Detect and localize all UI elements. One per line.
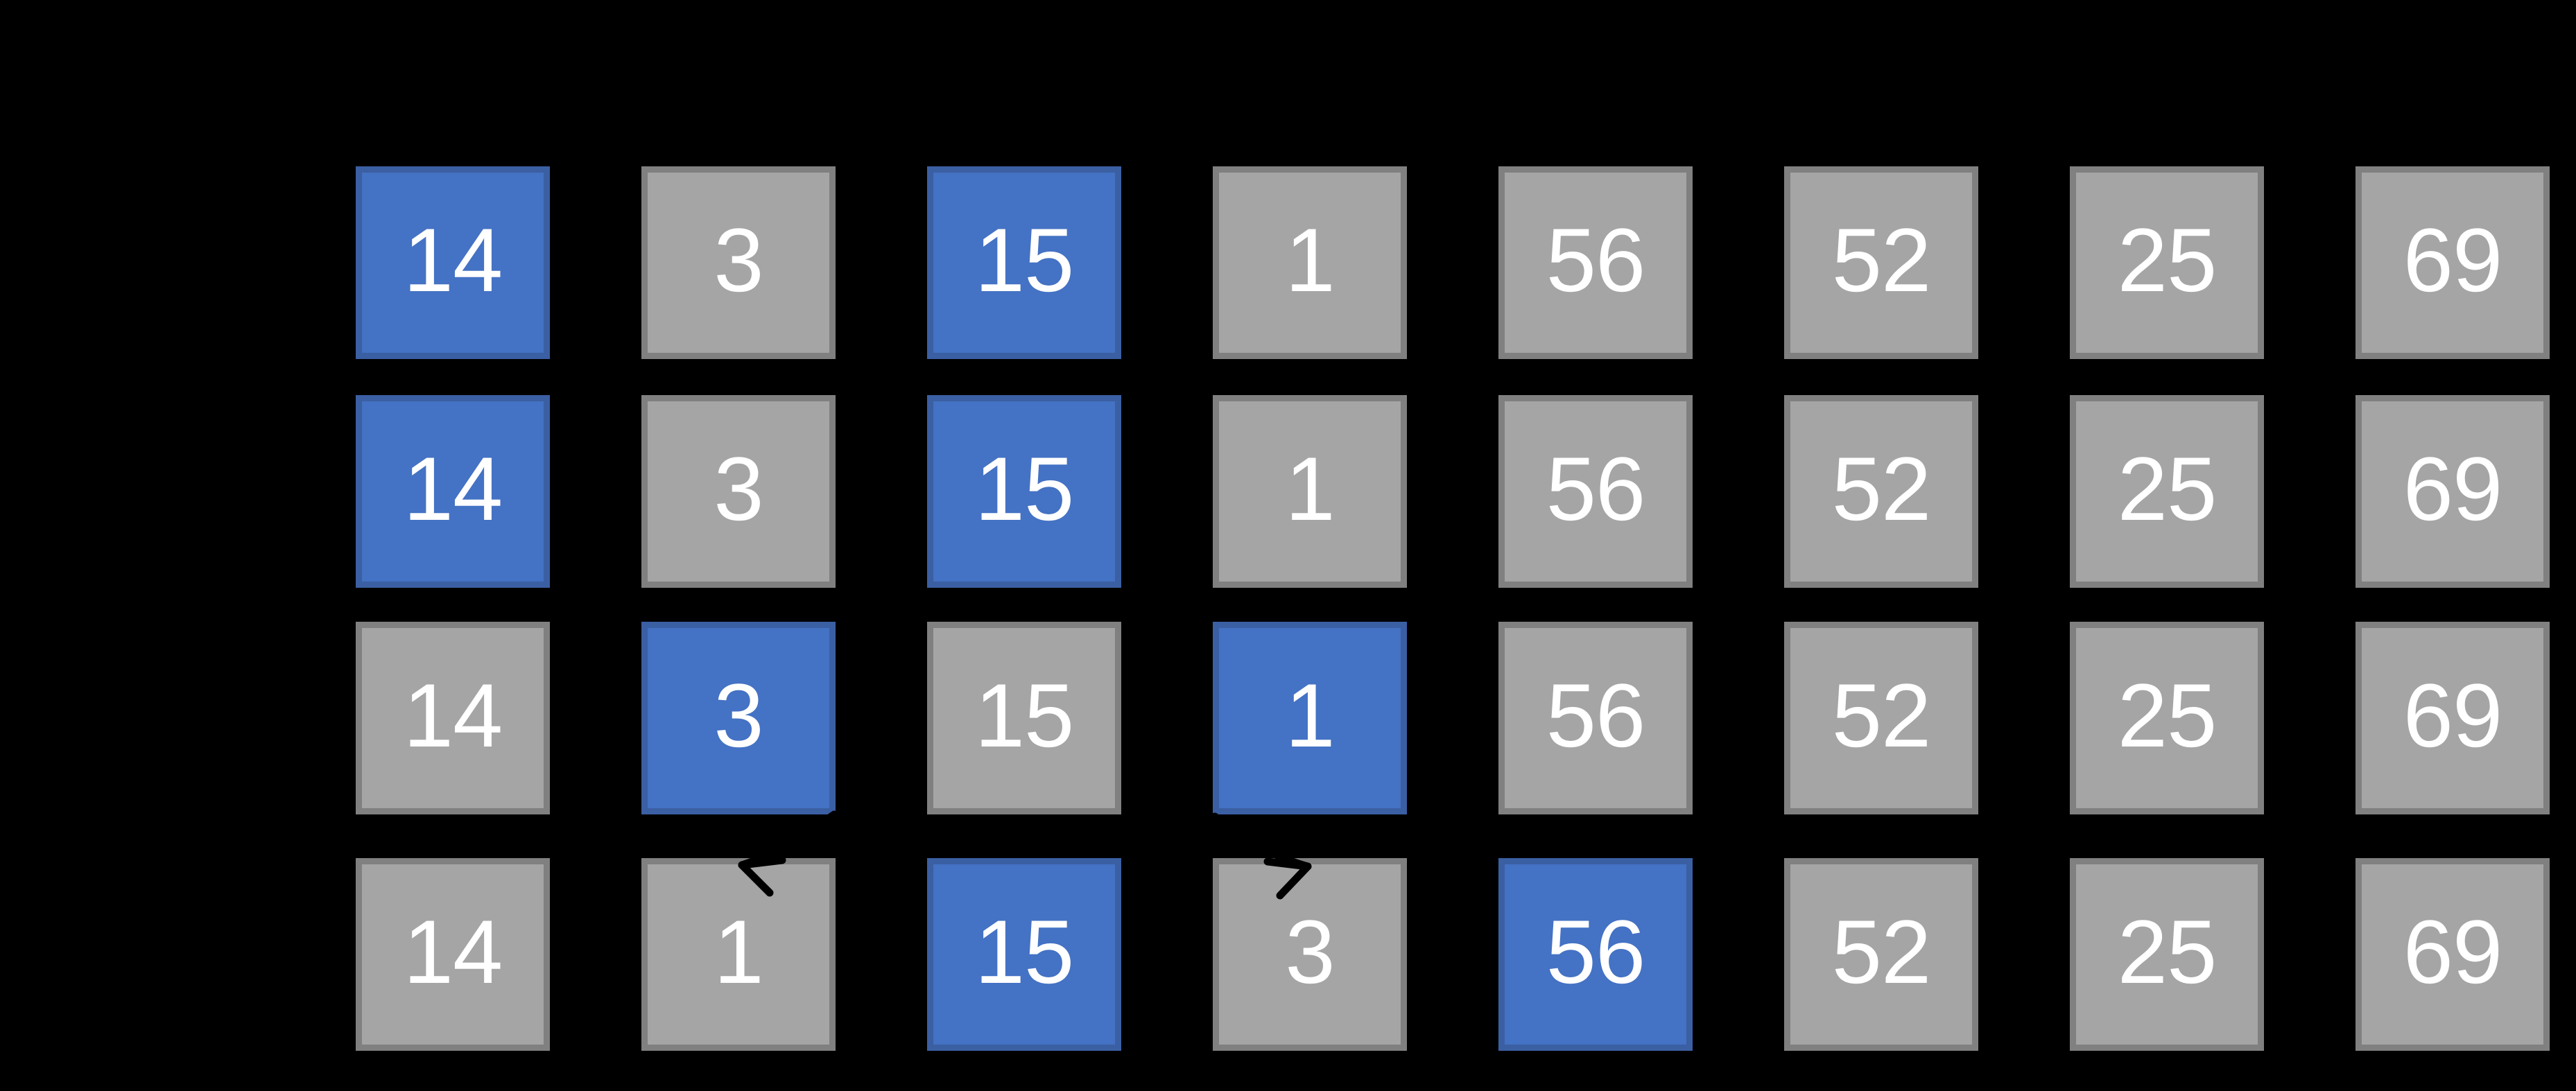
array-cell[interactable]: 52: [1784, 858, 1978, 1051]
array-cell[interactable]: 15: [927, 622, 1121, 814]
array-cell-value: 25: [2117, 209, 2218, 311]
array-cell[interactable]: 3: [641, 395, 836, 588]
array-row: 14 3 15 1 56 52 25 69: [356, 166, 2550, 359]
array-cell-value: 15: [974, 438, 1075, 539]
array-cell-value: 14: [403, 438, 503, 539]
array-cell[interactable]: 1: [1213, 166, 1407, 359]
array-cell[interactable]: 14: [356, 622, 550, 814]
array-cell-value: 15: [974, 209, 1075, 311]
array-cell-value: 25: [2117, 665, 2218, 766]
array-cell-value: 1: [1285, 209, 1335, 311]
array-cell-value: 52: [1831, 901, 1932, 1002]
array-cell[interactable]: 52: [1784, 622, 1978, 814]
array-cell-value: 25: [2117, 901, 2218, 1002]
array-cell[interactable]: 69: [2355, 858, 2550, 1051]
array-cell[interactable]: 25: [2070, 622, 2264, 814]
array-cell-value: 56: [1546, 438, 1646, 539]
array-cell[interactable]: 1: [1213, 622, 1407, 814]
array-cell[interactable]: 1: [1213, 395, 1407, 588]
array-cell[interactable]: 69: [2355, 166, 2550, 359]
array-cell[interactable]: 3: [641, 622, 836, 814]
array-cell-value: 3: [1285, 901, 1335, 1002]
array-cell[interactable]: 69: [2355, 395, 2550, 588]
array-cell[interactable]: 14: [356, 166, 550, 359]
array-cell[interactable]: 25: [2070, 395, 2264, 588]
array-cell-value: 56: [1546, 901, 1646, 1002]
array-cell[interactable]: 15: [927, 395, 1121, 588]
array-cell-value: 69: [2403, 665, 2503, 766]
array-cell[interactable]: 25: [2070, 166, 2264, 359]
array-cell-value: 52: [1831, 209, 1932, 311]
array-cell-value: 14: [403, 901, 503, 1002]
array-row: 14 3 15 1 56 52 25 69: [356, 622, 2550, 814]
array-cell[interactable]: 56: [1498, 166, 1693, 359]
array-cell-value: 56: [1546, 665, 1646, 766]
array-cell[interactable]: 15: [927, 166, 1121, 359]
array-cell[interactable]: 25: [2070, 858, 2264, 1051]
array-cell-value: 3: [714, 665, 763, 766]
array-cell[interactable]: 52: [1784, 166, 1978, 359]
array-cell-value: 69: [2403, 438, 2503, 539]
array-cell-value: 3: [714, 209, 763, 311]
array-cell[interactable]: 69: [2355, 622, 2550, 814]
array-cell-value: 69: [2403, 209, 2503, 311]
array-cell-value: 56: [1546, 209, 1646, 311]
array-cell[interactable]: 56: [1498, 622, 1693, 814]
array-cell-value: 69: [2403, 901, 2503, 1002]
array-cell[interactable]: 52: [1784, 395, 1978, 588]
array-cell-value: 52: [1831, 665, 1932, 766]
array-cell-value: 52: [1831, 438, 1932, 539]
array-cell[interactable]: 14: [356, 395, 550, 588]
array-cell-value: 15: [974, 665, 1075, 766]
array-cell-value: 14: [403, 209, 503, 311]
array-cell-value: 15: [974, 901, 1075, 1002]
array-row: 14 3 15 1 56 52 25 69: [356, 395, 2550, 588]
array-cell[interactable]: 56: [1498, 395, 1693, 588]
array-cell-value: 1: [714, 901, 763, 1002]
array-cell-value: 25: [2117, 438, 2218, 539]
array-cell-value: 3: [714, 438, 763, 539]
array-cell[interactable]: 15: [927, 858, 1121, 1051]
array-cell[interactable]: 56: [1498, 858, 1693, 1051]
array-row: 14 1 15 3 56 52 25 69: [356, 858, 2550, 1051]
array-cell[interactable]: 3: [1213, 858, 1407, 1051]
array-cell[interactable]: 3: [641, 166, 836, 359]
array-cell-value: 1: [1285, 665, 1335, 766]
array-cell-value: 1: [1285, 438, 1335, 539]
array-cell[interactable]: 1: [641, 858, 836, 1051]
array-cell[interactable]: 14: [356, 858, 550, 1051]
array-cell-value: 14: [403, 665, 503, 766]
